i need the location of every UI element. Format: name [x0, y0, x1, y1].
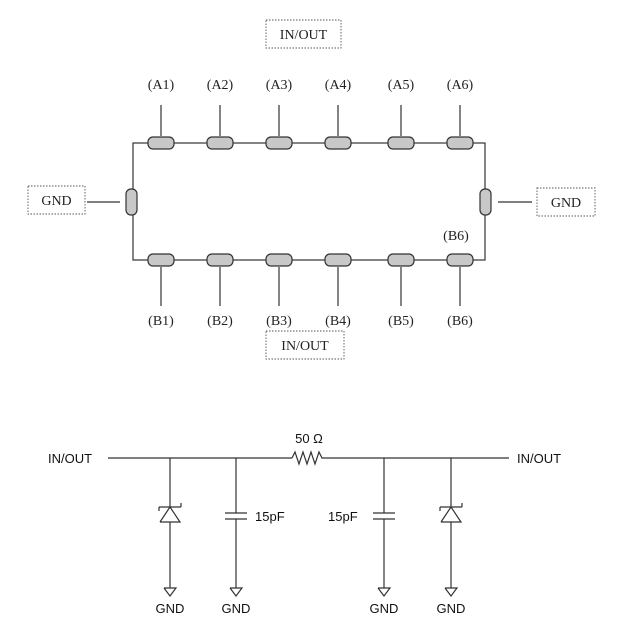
bottom-pin-label: (B5)	[388, 314, 414, 329]
top-inout-box: IN/OUT	[265, 19, 342, 49]
package-body	[132, 142, 486, 261]
bottom-inout-box: IN/OUT	[265, 330, 345, 360]
bottom-pin: (B2)	[206, 253, 234, 329]
top-pin: (A1)	[147, 78, 175, 150]
top-inout-label: IN/OUT	[280, 28, 328, 43]
top-pin: (A6)	[446, 78, 474, 150]
top-pin-label: (A5)	[388, 78, 415, 93]
top-pin: (A3)	[265, 78, 293, 150]
bottom-pin-label: (B1)	[148, 314, 174, 329]
right-gnd-pin: GND	[479, 187, 596, 217]
bottom-pin: (B6)	[446, 253, 474, 329]
circuit-right-port: IN/OUT	[517, 451, 561, 466]
cap-right-label: 15pF	[328, 509, 358, 524]
circuit-left-port: IN/OUT	[48, 451, 92, 466]
inner-pin-label: (B6)	[443, 229, 469, 244]
gnd-label-4: GND	[437, 601, 466, 616]
top-pin: (A2)	[206, 78, 234, 150]
bottom-pins: (B1) (B2) (B3) (B4) (B5) (B6)	[147, 253, 474, 329]
bottom-pin: (B1)	[147, 253, 175, 329]
resistor-label: 50 Ω	[295, 431, 323, 446]
gnd-label-1: GND	[156, 601, 185, 616]
bottom-inout-label: IN/OUT	[281, 339, 329, 354]
gnd-label-3: GND	[370, 601, 399, 616]
top-pin-label: (A6)	[447, 78, 474, 93]
bottom-pin-label: (B6)	[447, 314, 473, 329]
bottom-pin-label: (B4)	[325, 314, 351, 329]
left-gnd-label: GND	[41, 194, 71, 209]
bottom-pin-label: (B3)	[266, 314, 292, 329]
cap-left-label: 15pF	[255, 509, 285, 524]
bottom-pin: (B4)	[324, 253, 352, 329]
left-gnd-pin: GND	[27, 185, 138, 216]
right-gnd-label: GND	[551, 196, 581, 211]
capacitor-left	[225, 458, 247, 597]
bottom-pin: (B3)	[265, 253, 293, 329]
bottom-pin-label: (B2)	[207, 314, 233, 329]
tvs-diode-right	[439, 458, 463, 597]
top-pin-label: (A2)	[207, 78, 234, 93]
top-pin-label: (A3)	[266, 78, 293, 93]
top-pin: (A4)	[324, 78, 352, 150]
top-pin-label: (A1)	[148, 78, 175, 93]
top-pins: (A1) (A2) (A3) (A4) (A5) (A6)	[147, 78, 474, 150]
tvs-diode-left	[158, 458, 182, 597]
top-pin: (A5)	[387, 78, 415, 150]
capacitor-right	[373, 458, 395, 597]
bottom-pin: (B5)	[387, 253, 415, 329]
resistor-50ohm	[291, 450, 324, 466]
top-pin-label: (A4)	[325, 78, 352, 93]
gnd-label-2: GND	[222, 601, 251, 616]
